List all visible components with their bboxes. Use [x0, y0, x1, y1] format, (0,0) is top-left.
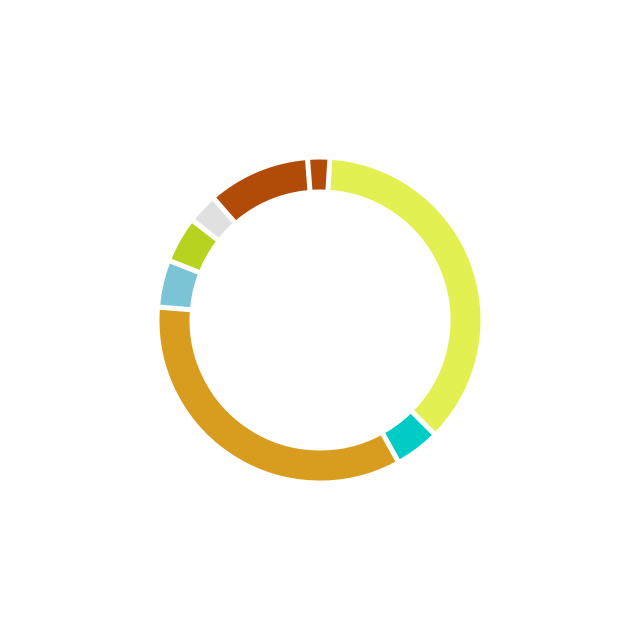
donut-slices: [154, 154, 486, 486]
donut-slice-1: [325, 154, 486, 439]
donut-slice-3: [154, 304, 403, 486]
donut-slice-8: [304, 154, 333, 196]
donut-slice-7: [209, 154, 313, 228]
